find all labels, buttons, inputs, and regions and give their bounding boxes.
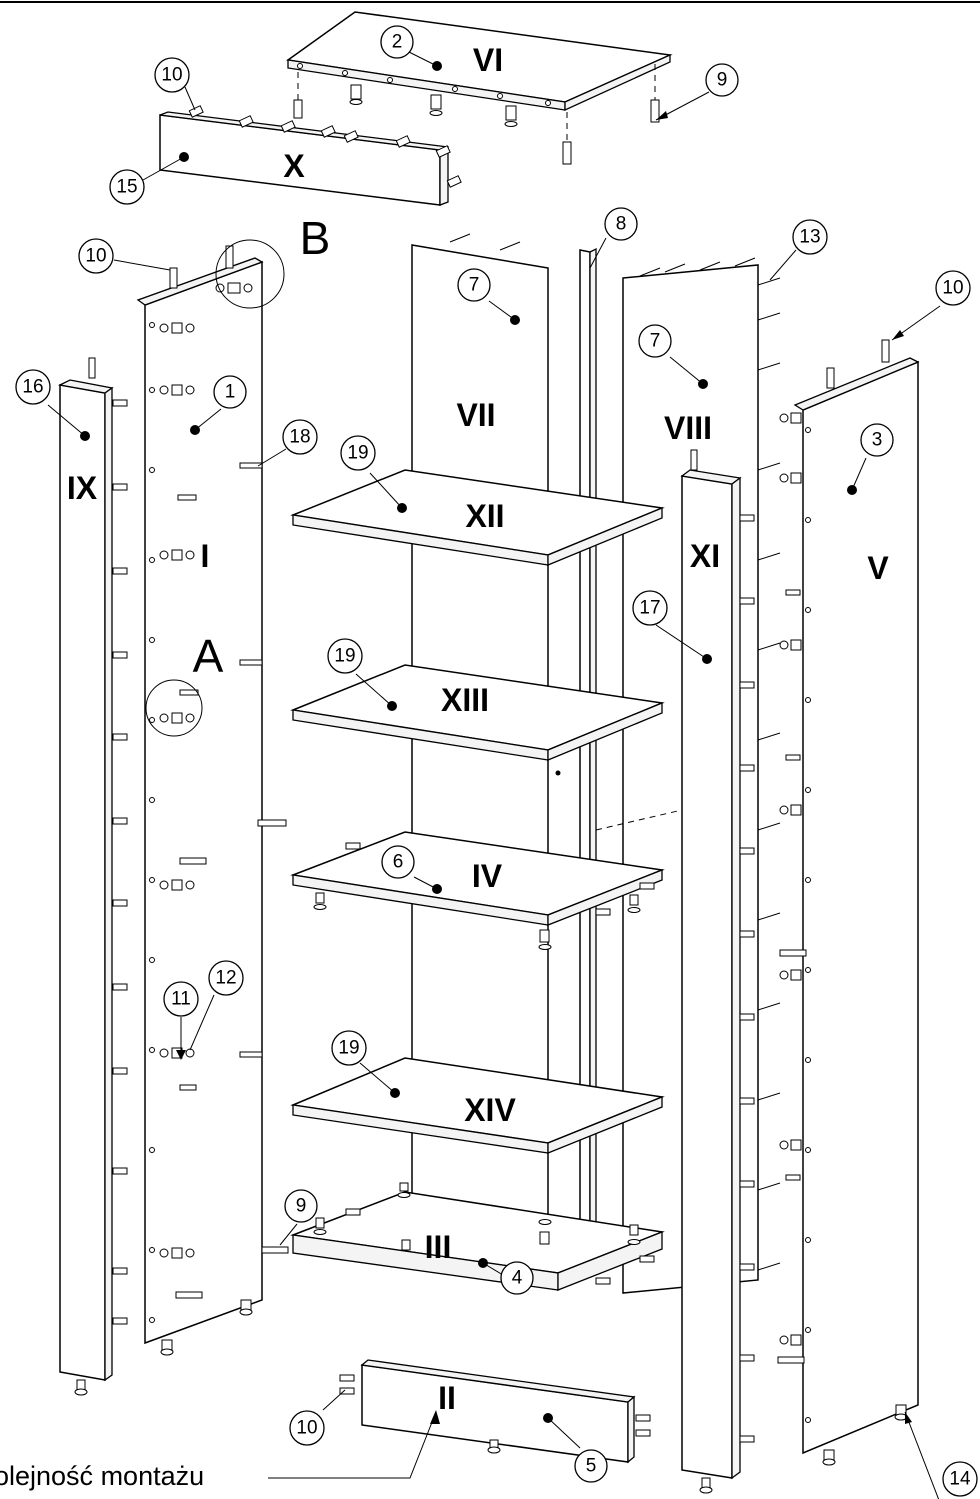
svg-text:10: 10 <box>161 65 182 86</box>
callout-4: 4 <box>500 1261 534 1295</box>
detail-b-circle <box>215 239 285 309</box>
panel-i-left-side <box>136 245 264 1356</box>
svg-text:12: 12 <box>215 968 236 989</box>
callout-leaders <box>47 51 941 1499</box>
label-ix: IX <box>67 470 98 506</box>
label-iv: IV <box>472 858 503 894</box>
dowels-xi <box>739 514 755 1443</box>
svg-text:1: 1 <box>225 382 236 403</box>
callout-16: 16 <box>15 369 51 405</box>
callout-9-b: 9 <box>284 1189 318 1223</box>
detail-label-a: A <box>193 630 224 682</box>
callout-6: 6 <box>381 845 415 879</box>
shelf-xiv <box>290 1057 665 1154</box>
panel-v-right-side <box>793 339 920 1466</box>
label-x: X <box>283 148 305 184</box>
panel-iii-bottom <box>290 1182 665 1291</box>
svg-text:10: 10 <box>296 1418 317 1439</box>
hidden-edge <box>595 809 683 831</box>
svg-text:16: 16 <box>22 377 43 398</box>
svg-text:19: 19 <box>334 646 355 667</box>
callout-17: 17 <box>632 590 668 626</box>
cam-fittings-i <box>159 282 289 1299</box>
callout-1: 1 <box>213 375 247 409</box>
label-vi: VI <box>473 42 503 78</box>
roman-labels: VI X IX I VII VIII V XI XII XIII IV XIV … <box>67 42 889 1416</box>
cam-fittings-v <box>777 412 807 1364</box>
svg-text:13: 13 <box>799 227 820 248</box>
label-ii: II <box>438 1380 456 1416</box>
svg-text:14: 14 <box>949 1469 971 1490</box>
callout-12: 12 <box>208 960 244 996</box>
svg-text:15: 15 <box>116 177 137 198</box>
dowels-ix <box>112 399 128 1325</box>
callout-10-d: 10 <box>289 1410 325 1446</box>
callout-5: 5 <box>574 1449 608 1483</box>
label-xiv: XIV <box>464 1092 516 1128</box>
callout-14: 14 <box>942 1461 978 1497</box>
callout-8: 8 <box>604 207 638 241</box>
svg-text:19: 19 <box>338 1038 359 1059</box>
svg-text:10: 10 <box>85 246 106 267</box>
svg-text:2: 2 <box>392 32 403 53</box>
callout-10-b: 10 <box>78 238 114 274</box>
panel-xi-strip <box>680 449 742 1494</box>
callout-7-a: 7 <box>457 268 491 302</box>
assembly-order-caption: olejność montażu <box>0 1410 440 1491</box>
svg-text:4: 4 <box>512 1268 523 1289</box>
nails-13 <box>449 233 781 1271</box>
shelf-xiii <box>290 664 665 761</box>
svg-text:10: 10 <box>942 278 963 299</box>
svg-text:5: 5 <box>586 1456 597 1477</box>
callout-10-a: 10 <box>154 57 190 93</box>
label-xii: XII <box>465 498 504 534</box>
panel-ii-rail <box>339 1359 651 1464</box>
label-xiii: XIII <box>441 682 489 718</box>
panel-x-rail <box>159 105 462 206</box>
cam-locks-vi <box>293 64 660 165</box>
callout-7-b: 7 <box>638 324 672 358</box>
panel-ix-strip <box>57 357 114 1396</box>
svg-text:7: 7 <box>650 331 661 352</box>
callout-11: 11 <box>163 981 199 1017</box>
svg-text:19: 19 <box>347 443 368 464</box>
detail-a-circle <box>145 679 203 737</box>
label-xi: XI <box>690 538 720 574</box>
svg-text:8: 8 <box>616 214 627 235</box>
label-iii: III <box>425 1229 452 1265</box>
svg-text:9: 9 <box>717 70 728 91</box>
callout-15: 15 <box>109 169 145 205</box>
callout-19-c: 19 <box>331 1030 367 1066</box>
caption-text: olejność montażu <box>0 1461 204 1491</box>
label-v: V <box>867 550 889 586</box>
svg-text:18: 18 <box>289 427 310 448</box>
label-viii: VIII <box>664 410 712 446</box>
svg-text:11: 11 <box>171 989 191 1010</box>
label-i: I <box>201 538 210 574</box>
label-vii: VII <box>456 397 495 433</box>
callout-2: 2 <box>380 25 414 59</box>
svg-text:17: 17 <box>639 598 660 619</box>
svg-text:9: 9 <box>296 1196 307 1217</box>
svg-text:6: 6 <box>393 852 404 873</box>
detail-label-b: B <box>300 212 331 264</box>
callout-3: 3 <box>860 423 894 457</box>
callout-18: 18 <box>282 419 318 455</box>
svg-text:7: 7 <box>469 275 480 296</box>
svg-text:3: 3 <box>872 430 883 451</box>
callout-9-a: 9 <box>705 63 739 97</box>
callout-19-b: 19 <box>327 638 363 674</box>
callout-19-a: 19 <box>340 435 376 471</box>
callout-13: 13 <box>792 219 828 255</box>
callout-10-c: 10 <box>935 270 971 306</box>
